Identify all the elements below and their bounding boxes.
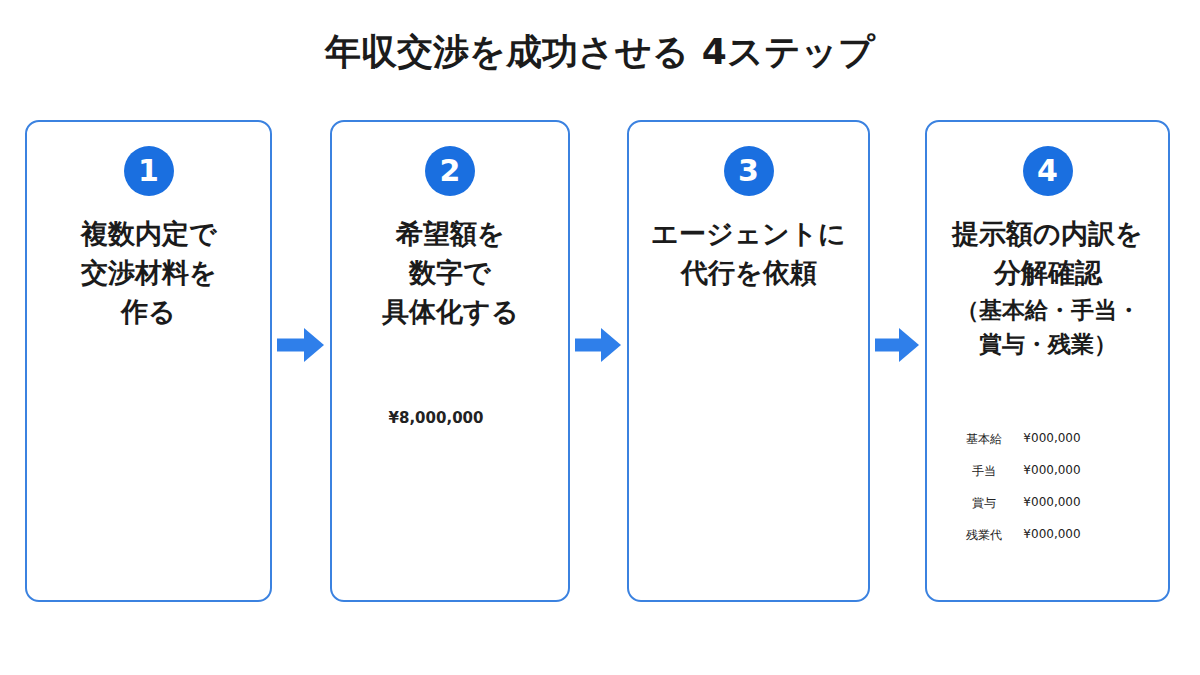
- step-number-circle: 4: [1023, 146, 1073, 196]
- step-number-circle: 2: [425, 146, 475, 196]
- step-box: エージェントに 代行を依頼 3: [627, 120, 870, 602]
- step-box: 複数内定で 交渉材料を 作る 1: [25, 120, 272, 602]
- table-cell: ¥000,000: [1010, 495, 1094, 509]
- step-box: 希望額を 数字で 具体化する 2: [330, 120, 570, 602]
- step-heading: エージェントに 代行を依頼: [644, 214, 854, 292]
- table-cell: 賞与: [958, 495, 1010, 512]
- step-note: （基本給・手当・ 賞与・残業）: [943, 294, 1153, 361]
- table-cell: ¥000,000: [1010, 463, 1094, 477]
- table-cell: ¥000,000: [1010, 527, 1094, 541]
- step-text-group: 希望額を 数字で 具体化する: [332, 214, 568, 331]
- step-arrow: [277, 339, 305, 352]
- diagram-title: 年収交渉を成功させる 4ステップ: [0, 28, 1200, 77]
- table-cell: 基本給: [958, 431, 1010, 448]
- step-number: 2: [440, 156, 461, 186]
- step-text-group: 提示額の内訳を 分解確認（基本給・手当・ 賞与・残業）: [927, 214, 1168, 361]
- step-heading: 希望額を 数字で 具体化する: [375, 214, 525, 331]
- step-arrow: [575, 339, 602, 352]
- table-cell: 手当: [958, 463, 1010, 480]
- step-number: 3: [738, 156, 759, 186]
- step-text-group: エージェントに 代行を依頼: [629, 214, 868, 292]
- step-text-group: 複数内定で 交渉材料を 作る: [27, 214, 270, 331]
- table-cell: ¥000,000: [1010, 431, 1094, 445]
- step-heading: 提示額の内訳を 分解確認: [943, 214, 1153, 292]
- step-number: 4: [1037, 156, 1058, 186]
- step-arrow: [875, 339, 900, 352]
- step-number-circle: 3: [724, 146, 774, 196]
- step-number-circle: 1: [124, 146, 174, 196]
- step-number: 1: [138, 156, 159, 186]
- calculator-display: ¥8,000,000: [380, 409, 492, 427]
- step-heading: 複数内定で 交渉材料を 作る: [74, 214, 224, 331]
- table-cell: 残業代: [958, 527, 1010, 544]
